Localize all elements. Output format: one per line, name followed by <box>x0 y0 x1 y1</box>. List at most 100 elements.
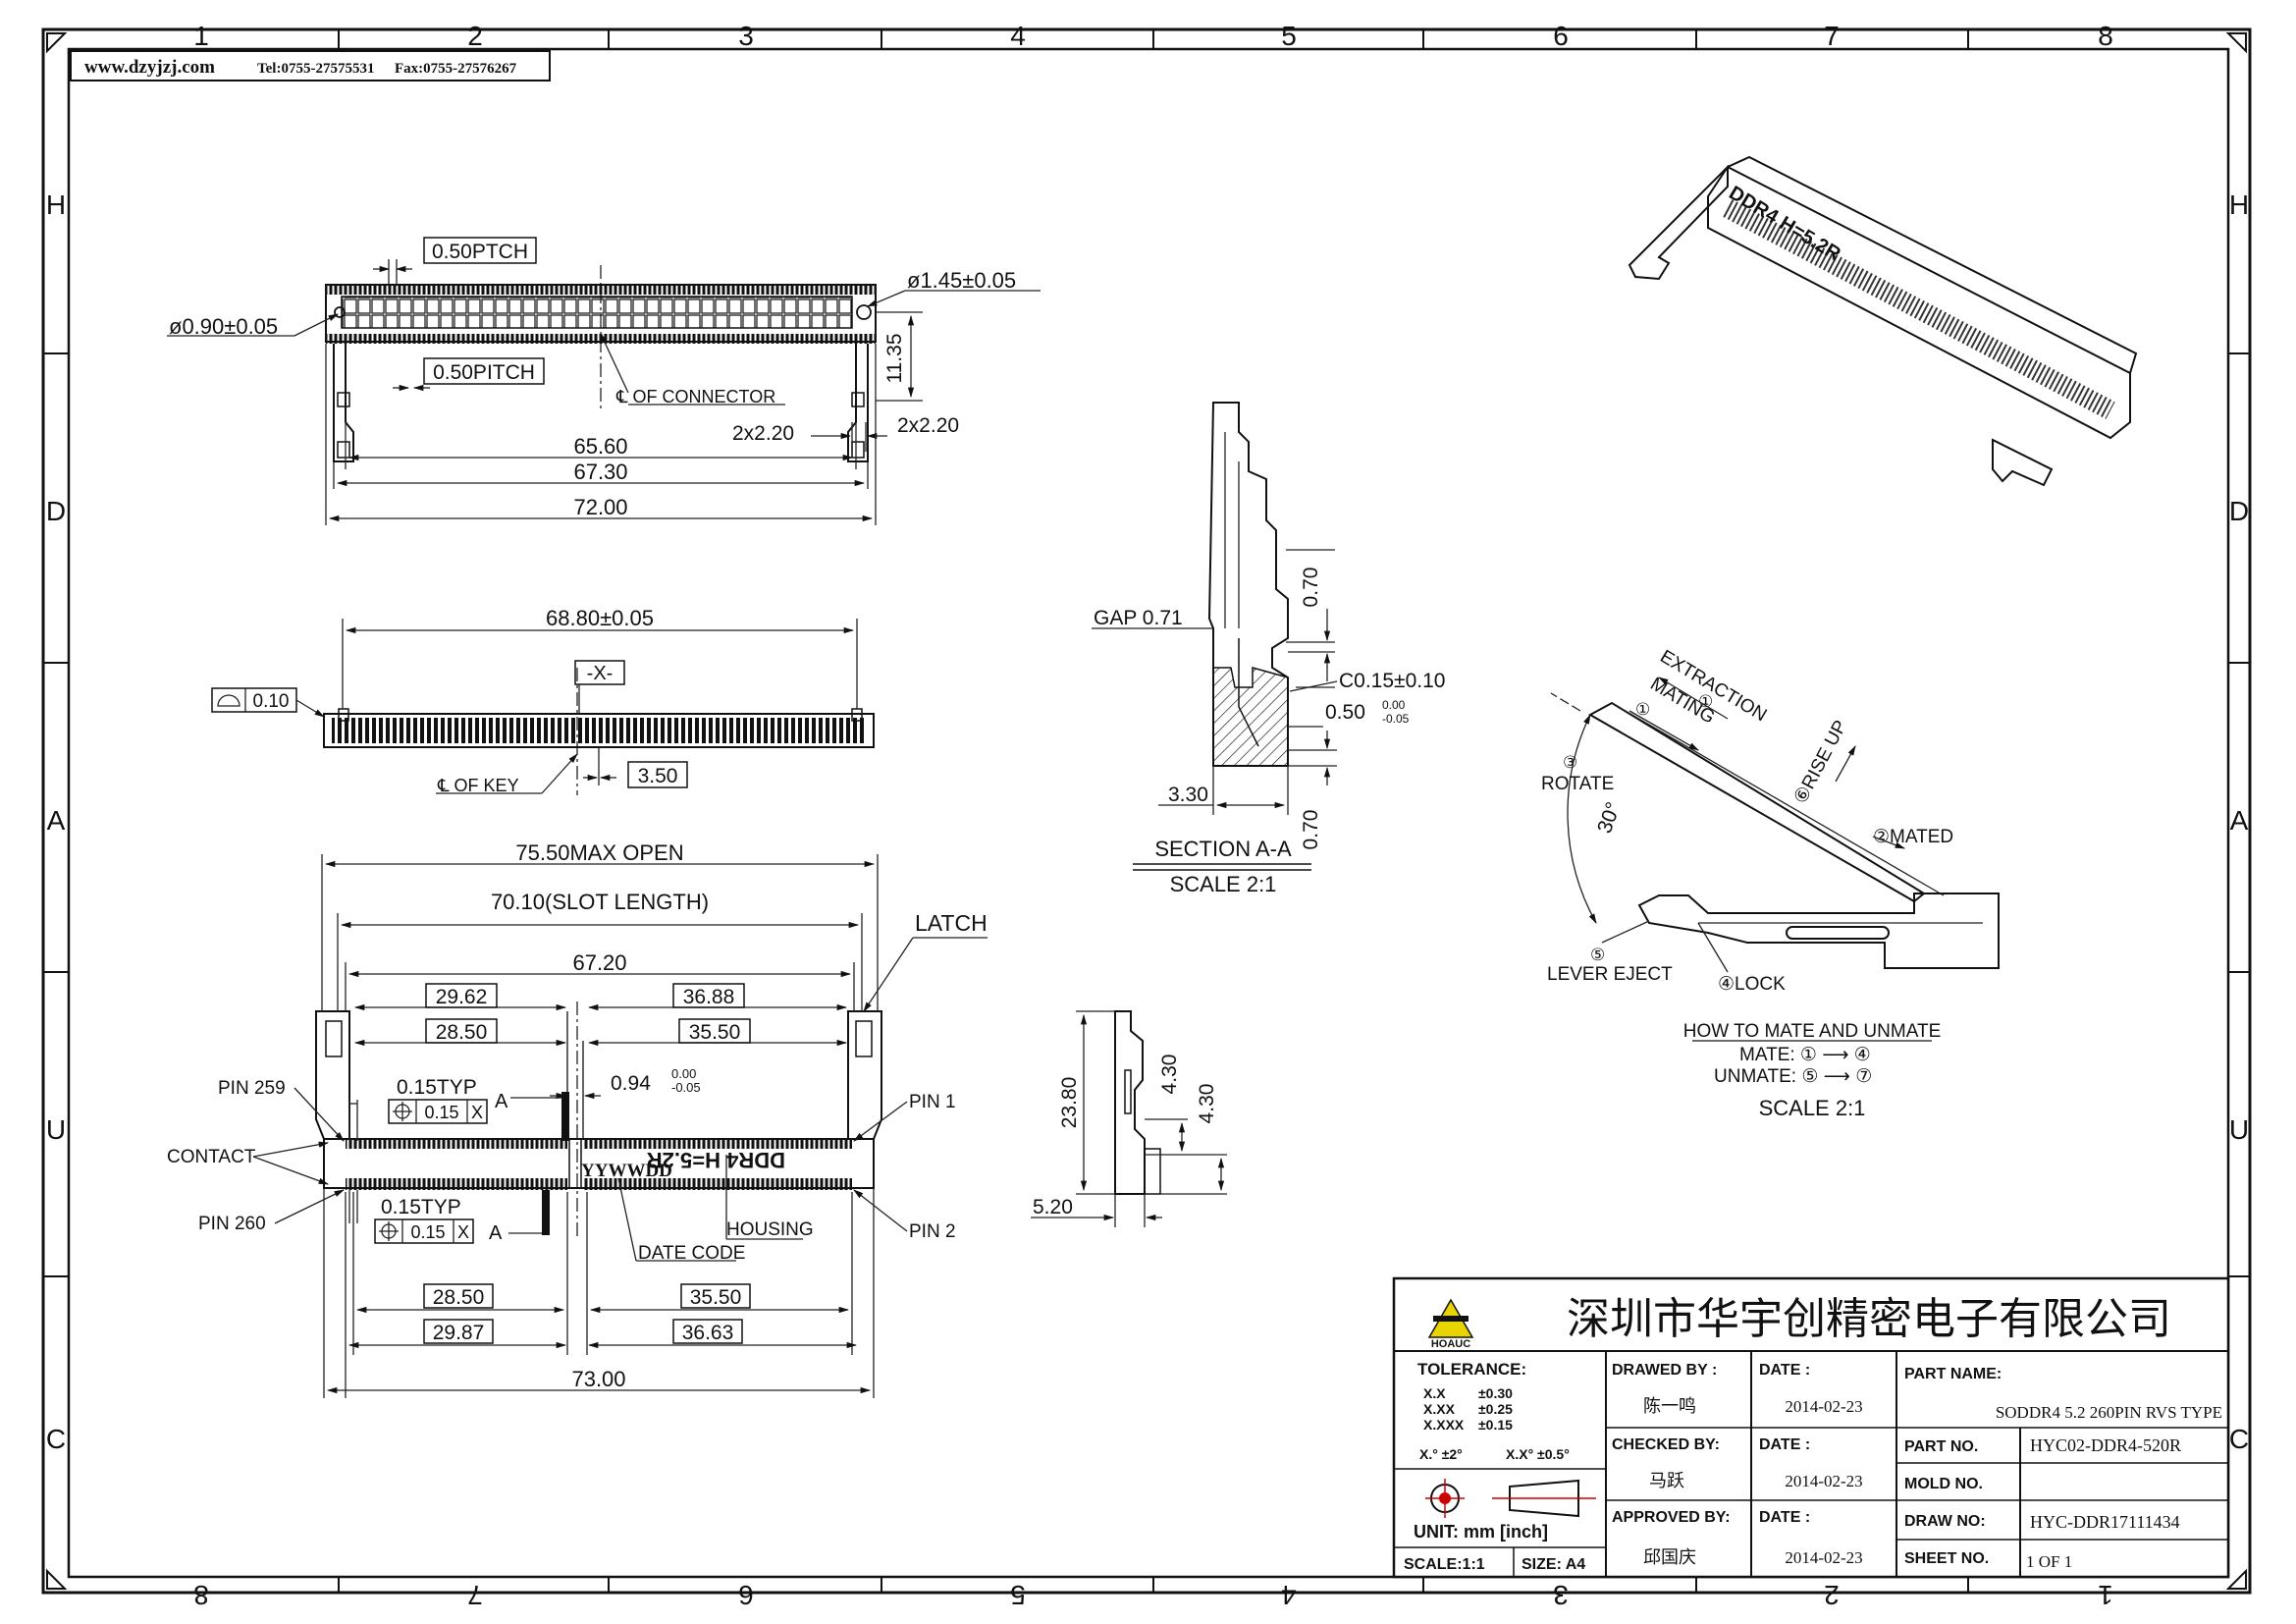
zone-label: 2 <box>467 21 483 51</box>
border-bottom-numbers: 8 7 6 5 4 3 2 1 <box>193 1580 2113 1610</box>
dim-050-upper: 0.00 <box>1382 698 1406 712</box>
hole-left-label: ø0.90±0.05 <box>169 314 278 339</box>
width-b: 67.30 <box>573 460 627 484</box>
pin259-label: PIN 259 <box>218 1078 286 1099</box>
offset-right-label: 2x2.20 <box>897 414 959 437</box>
dim-right-top: 36.88 <box>683 986 735 1008</box>
offset-094-lower: -0.05 <box>671 1080 701 1095</box>
side-width: 5.20 <box>1033 1196 1073 1218</box>
zone-label: 1 <box>193 21 209 51</box>
website-text: www.dzyjzj.com <box>84 57 215 78</box>
pitch-bottom-label: 0.50PITCH <box>433 361 535 384</box>
pitch-top-label: 0.50PTCH <box>432 241 528 263</box>
max-open-dim: 75.50MAX OPEN <box>515 840 683 865</box>
latch-label: LATCH <box>915 910 988 936</box>
chamfer-label: C0.15±0.10 <box>1339 670 1445 692</box>
offset-094-label: 0.94 <box>611 1072 651 1095</box>
tol-xxx: X.XXX <box>1423 1417 1465 1433</box>
tol-angle-2: X.X° ±0.5° <box>1506 1446 1570 1462</box>
dim-left-mid: 28.50 <box>436 1021 488 1044</box>
dim-left-top: 29.62 <box>436 986 488 1008</box>
approved-by-label: APPROVED BY: <box>1612 1509 1731 1526</box>
front-view: 68.80±0.05 -X- 0.10 ℄ OF KEY 3.50 <box>211 606 875 795</box>
date2-label: DATE : <box>1759 1436 1810 1453</box>
zone-label: 6 <box>1553 21 1569 51</box>
checked-by: 马跃 <box>1649 1471 1684 1490</box>
approved-by: 邱国庆 <box>1643 1547 1696 1567</box>
dim-right-b1: 35.50 <box>690 1286 742 1309</box>
datum-x-top: X <box>471 1103 483 1122</box>
zone-label: A <box>47 805 66 836</box>
key-center-label: ℄ OF KEY <box>437 776 519 795</box>
tol-angle-1: X.° ±2° <box>1419 1446 1463 1462</box>
section-view: GAP 0.71 0.70 C0.15±0.10 0.50 0.00 -0.05… <box>1092 402 1445 896</box>
zone-label: 7 <box>467 1580 483 1610</box>
unit-label: UNIT: mm [inch] <box>1414 1522 1548 1542</box>
size-label: SIZE: A4 <box>1522 1556 1585 1573</box>
gap-label: GAP 0.71 <box>1094 607 1183 629</box>
logo-text: HOAUC <box>1431 1338 1470 1350</box>
fax-text: Fax:0755-27576267 <box>395 61 517 77</box>
typ-top-label: 0.15TYP <box>397 1076 477 1099</box>
bottom-view: YYWWDD DDR4 H=5.2R 75.50MAX OPEN 70.10(S… <box>167 840 988 1398</box>
checked-by-label: CHECKED BY: <box>1612 1436 1720 1453</box>
zone-label: D <box>2229 496 2249 526</box>
mating-view: 30° EXTRACTION ① MATING ① ③ ROTATE ⑥RISE… <box>1541 646 2000 1120</box>
date-marking: YYWWDD <box>581 1161 672 1181</box>
key-offset-label: 3.50 <box>638 765 678 787</box>
zone-label: H <box>2229 189 2249 220</box>
typ-bottom-label: 0.15TYP <box>381 1196 461 1218</box>
overall-dim: 73.00 <box>571 1367 625 1391</box>
date1: 2014-02-23 <box>1785 1397 1862 1416</box>
datum-x-label: -X- <box>587 663 614 684</box>
zone-label: 7 <box>1824 21 1840 51</box>
draw-no: HYC-DDR17111434 <box>2030 1512 2180 1532</box>
sheet-no-label: SHEET NO. <box>1904 1550 1989 1567</box>
zone-label: C <box>46 1424 66 1454</box>
housing-label: HOUSING <box>726 1219 814 1240</box>
mate-line: MATE: ① ⟶ ④ <box>1739 1045 1871 1065</box>
side-dim-b: 4.30 <box>1196 1084 1218 1124</box>
zone-label: 1 <box>2098 1580 2113 1610</box>
company-name: 深圳市华宇创精密电子有限公司 <box>1567 1295 2171 1343</box>
pin1-label: PIN 1 <box>909 1092 956 1112</box>
title-block: HOAUC 深圳市华宇创精密电子有限公司 TOLERANCE: X.X ±0.3… <box>1392 1276 2230 1579</box>
mating-scale: SCALE 2:1 <box>1759 1096 1866 1120</box>
section-scale: SCALE 2:1 <box>1170 872 1277 896</box>
pos-tol-bottom: 0.15 <box>410 1222 445 1242</box>
date3-label: DATE : <box>1759 1509 1810 1526</box>
length-dim: 68.80±0.05 <box>546 606 654 630</box>
mating-step1-lower: ① <box>1635 700 1650 719</box>
dim-330-label: 3.30 <box>1168 784 1208 806</box>
zone-label: 4 <box>1010 21 1026 51</box>
iso-view: DDR4 H=5.2R <box>1628 155 2138 487</box>
zone-label: D <box>46 496 66 526</box>
datum-a-bottom: A <box>489 1222 503 1244</box>
dim-right-mid: 35.50 <box>689 1021 741 1044</box>
hole-right <box>856 304 872 320</box>
part-no: HYC02-DDR4-520R <box>2030 1435 2181 1455</box>
zone-label: C <box>2229 1424 2249 1454</box>
howto-title: HOW TO MATE AND UNMATE <box>1683 1021 1942 1042</box>
lever-eject-num: ⑤ <box>1590 946 1605 964</box>
unmate-line: UNMATE: ⑤ ⟶ ⑦ <box>1714 1066 1872 1087</box>
header-contact-box: www.dzyjzj.com Tel:0755-27575531 Fax:075… <box>70 50 551 81</box>
rotate-num: ③ <box>1563 753 1577 772</box>
zone-label: 5 <box>1010 1580 1026 1610</box>
lock-label: ④LOCK <box>1718 974 1786 995</box>
tol-x: X.X <box>1423 1385 1446 1401</box>
dim-050-label: 0.50 <box>1325 701 1365 724</box>
hole-left <box>334 306 346 318</box>
tel-text: Tel:0755-27575531 <box>257 61 374 77</box>
slot-length-dim: 70.10(SLOT LENGTH) <box>491 890 709 914</box>
border-left-letters: H D A U C <box>46 189 66 1454</box>
sheet-no: 1 OF 1 <box>2026 1552 2072 1571</box>
tol-xx-val: ±0.25 <box>1478 1401 1513 1417</box>
dim-left-b2: 29.87 <box>433 1322 485 1344</box>
top-view: 0.50PTCH 0.50PITCH ø0.90±0.05 ø1.45±0.05… <box>167 237 1041 525</box>
dim-right-b2: 36.63 <box>682 1322 734 1344</box>
zone-label: 3 <box>738 21 754 51</box>
zone-label: U <box>46 1114 66 1145</box>
border-top-numbers: 1 2 3 4 5 6 7 8 <box>193 21 2113 51</box>
